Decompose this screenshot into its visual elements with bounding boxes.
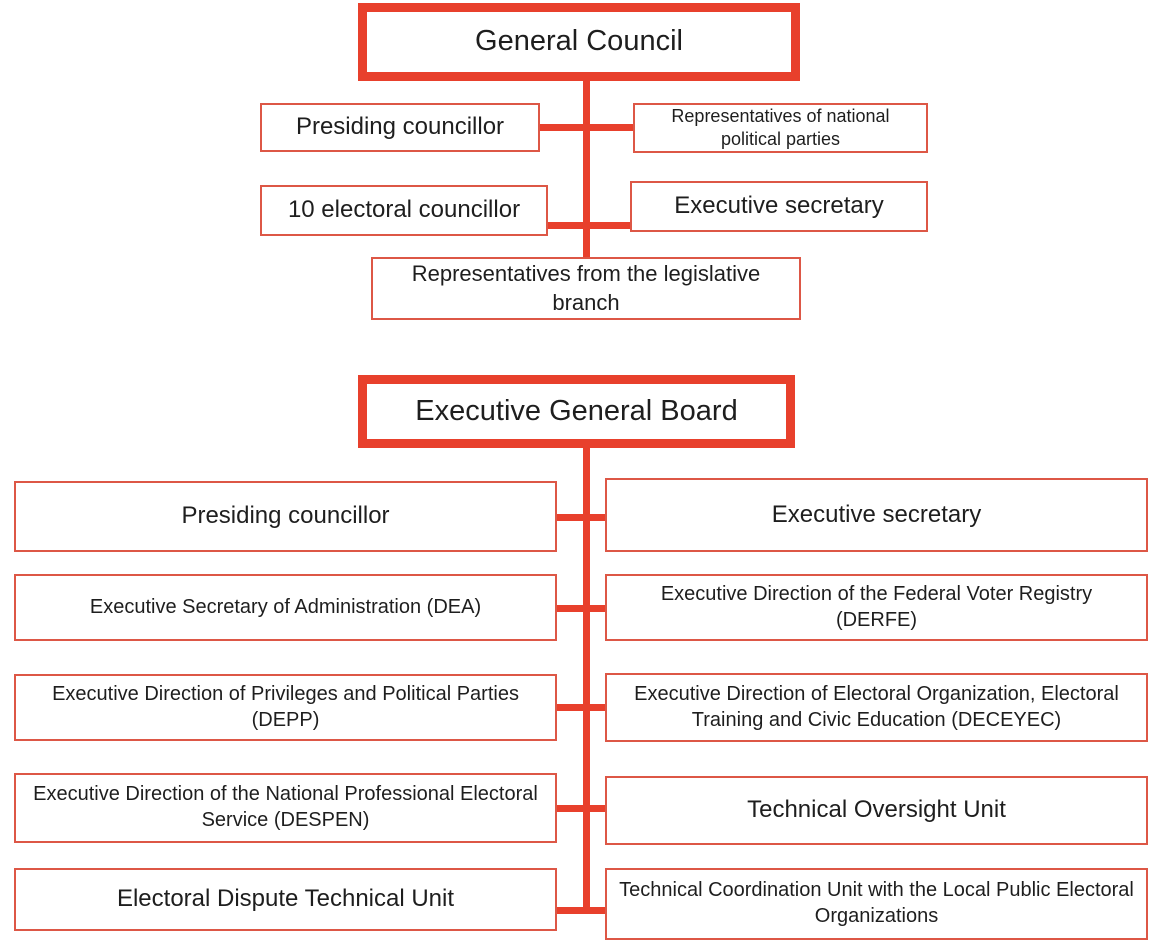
- board-row4-connector-line: [557, 805, 605, 812]
- box-technical-coordination-unit: Technical Coordination Unit with the Loc…: [605, 868, 1148, 940]
- box-executive-general-board: Executive General Board: [358, 375, 795, 448]
- box-executive-secretary-council: Executive secretary: [630, 181, 928, 232]
- electoral-dispute-unit-label: Electoral Dispute Technical Unit: [116, 885, 455, 913]
- box-electoral-councillors: 10 electoral councillor: [260, 185, 548, 236]
- box-representatives-legislative: Representatives from the legislative bra…: [371, 257, 801, 320]
- presiding-councillor-board-label: Presiding councillor: [181, 502, 390, 530]
- depp-label: Executive Direction of Privileges and Po…: [52, 682, 519, 731]
- presiding-councillor-council-label: Presiding councillor: [295, 113, 505, 141]
- box-deceyec: Executive Direction of Electoral Organiz…: [605, 673, 1148, 742]
- box-depp: Executive Direction of Privileges and Po…: [14, 674, 557, 741]
- executive-secretary-council-label: Executive secretary: [674, 192, 884, 220]
- despen-label: Executive Direction of the National Prof…: [33, 783, 538, 831]
- box-executive-secretary-board: Executive secretary: [605, 478, 1148, 552]
- box-presiding-councillor-board: Presiding councillor: [14, 481, 557, 552]
- box-dea: Executive Secretary of Administration (D…: [14, 574, 557, 641]
- representatives-legislative-label: Representatives from the legislative bra…: [411, 261, 761, 315]
- dea-label: Executive Secretary of Administration (D…: [89, 595, 482, 618]
- board-row2-connector-line: [557, 605, 605, 612]
- derfe-label: Executive Direction of the Federal Voter…: [660, 582, 1093, 631]
- council-row2-connector-line: [548, 222, 630, 229]
- representatives-national-parties-label: Representatives of national political pa…: [671, 105, 890, 149]
- box-presiding-councillor-council: Presiding councillor: [260, 103, 540, 152]
- box-electoral-dispute-unit: Electoral Dispute Technical Unit: [14, 868, 557, 931]
- board-row5-connector-line: [557, 907, 605, 914]
- box-general-council: General Council: [358, 3, 800, 81]
- board-spine-line: [583, 446, 590, 914]
- box-representatives-national-parties: Representatives of national political pa…: [633, 103, 928, 153]
- box-technical-oversight-unit: Technical Oversight Unit: [605, 776, 1148, 845]
- board-row3-connector-line: [557, 704, 605, 711]
- board-row1-connector-line: [557, 514, 605, 521]
- technical-coordination-unit-label: Technical Coordination Unit with the Loc…: [619, 879, 1134, 927]
- box-despen: Executive Direction of the National Prof…: [14, 773, 557, 843]
- box-derfe: Executive Direction of the Federal Voter…: [605, 574, 1148, 641]
- deceyec-label: Executive Direction of Electoral Organiz…: [634, 682, 1119, 731]
- executive-general-board-label: Executive General Board: [415, 394, 738, 427]
- executive-secretary-board-label: Executive secretary: [771, 500, 982, 528]
- council-row1-connector-line: [540, 124, 633, 131]
- technical-oversight-unit-label: Technical Oversight Unit: [747, 796, 1006, 824]
- council-spine-line: [583, 80, 590, 258]
- general-council-label: General Council: [475, 25, 683, 58]
- electoral-councillors-label: 10 electoral councillor: [287, 196, 521, 224]
